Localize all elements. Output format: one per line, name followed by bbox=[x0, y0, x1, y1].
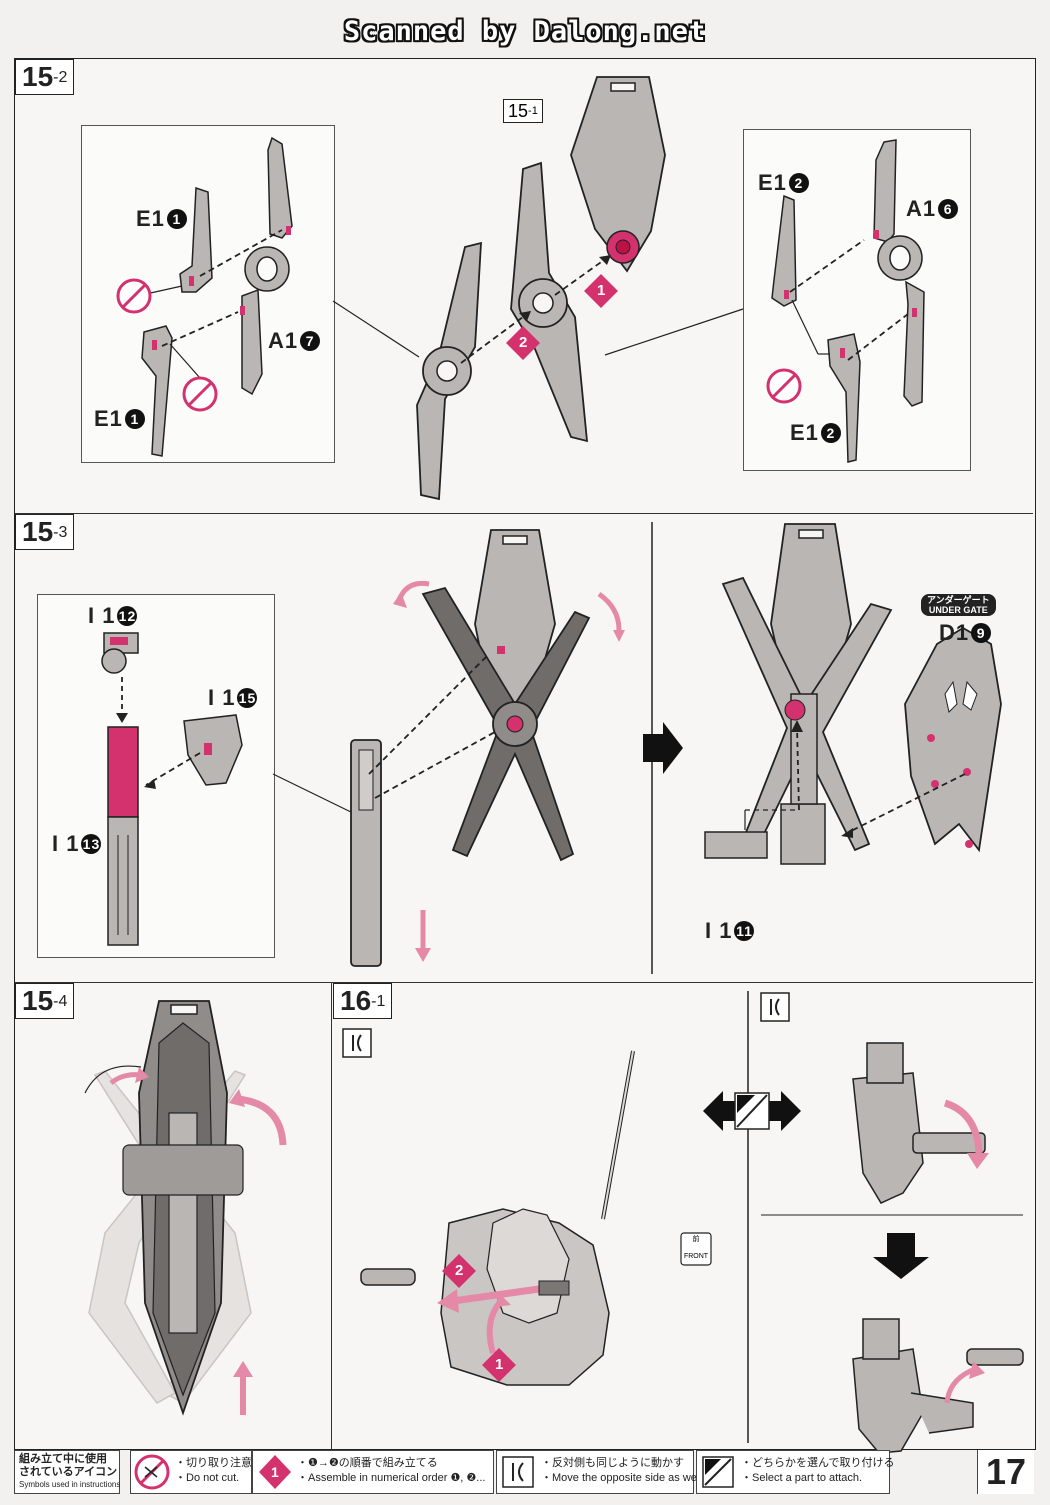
order-diamond-icon: 1 bbox=[259, 1455, 291, 1489]
order-marker-16-1: 1 bbox=[482, 1348, 516, 1382]
left-detail-drawing bbox=[116, 136, 293, 457]
step-16-1-panel: 16-1 bbox=[333, 983, 1033, 1454]
legend-opposite-side: ・反対側も同じように動かす ・Move the opposite side as… bbox=[496, 1450, 705, 1494]
order-marker-16-2: 2 bbox=[442, 1254, 476, 1288]
step-15-4-label: 15-4 bbox=[15, 983, 75, 1019]
right-detail-drawing bbox=[766, 139, 925, 463]
step-15-4-drawing bbox=[84, 1000, 287, 1416]
step-15-2-center-drawing bbox=[332, 76, 744, 501]
left-detail-drawing-15-3 bbox=[101, 632, 243, 946]
order-marker-1: 1 bbox=[584, 274, 618, 308]
legend-do-not-cut: ・切り取り注意 ・Do not cut. bbox=[130, 1450, 252, 1494]
svg-text:1: 1 bbox=[271, 1464, 279, 1480]
page-number: 17 bbox=[977, 1450, 1034, 1494]
select-part-icon bbox=[702, 1456, 734, 1488]
step-15-2-label: 15-2 bbox=[15, 59, 75, 95]
scanner-watermark: Scanned by Dalong.net bbox=[343, 16, 707, 47]
legend-select-part: ・どちらかを選んで取り付ける ・Select a part to attach. bbox=[696, 1450, 894, 1494]
step-15-4-panel: 15-4 bbox=[15, 983, 332, 1449]
step-15-3-drawing bbox=[272, 522, 1002, 974]
step-16-1-drawing bbox=[342, 991, 1024, 1454]
legend-title: 組み立て中に使用 されているアイコン Symbols used in instr… bbox=[14, 1450, 120, 1494]
do-not-cut-icon bbox=[134, 1454, 170, 1490]
step-15-3-label: 15-3 bbox=[15, 514, 75, 550]
step-16-1-label: 16-1 bbox=[333, 983, 393, 1019]
opposite-side-icon bbox=[502, 1456, 534, 1488]
legend-numerical-order: 1 ・❶→❷の順番で組み立てる ・Assemble in numerical o… bbox=[252, 1450, 494, 1494]
icon-legend-bar: 組み立て中に使用 されているアイコン Symbols used in instr… bbox=[14, 1450, 1034, 1494]
ref-tag-15-1: 15-1 bbox=[503, 99, 543, 123]
order-marker-2: 2 bbox=[506, 326, 540, 360]
